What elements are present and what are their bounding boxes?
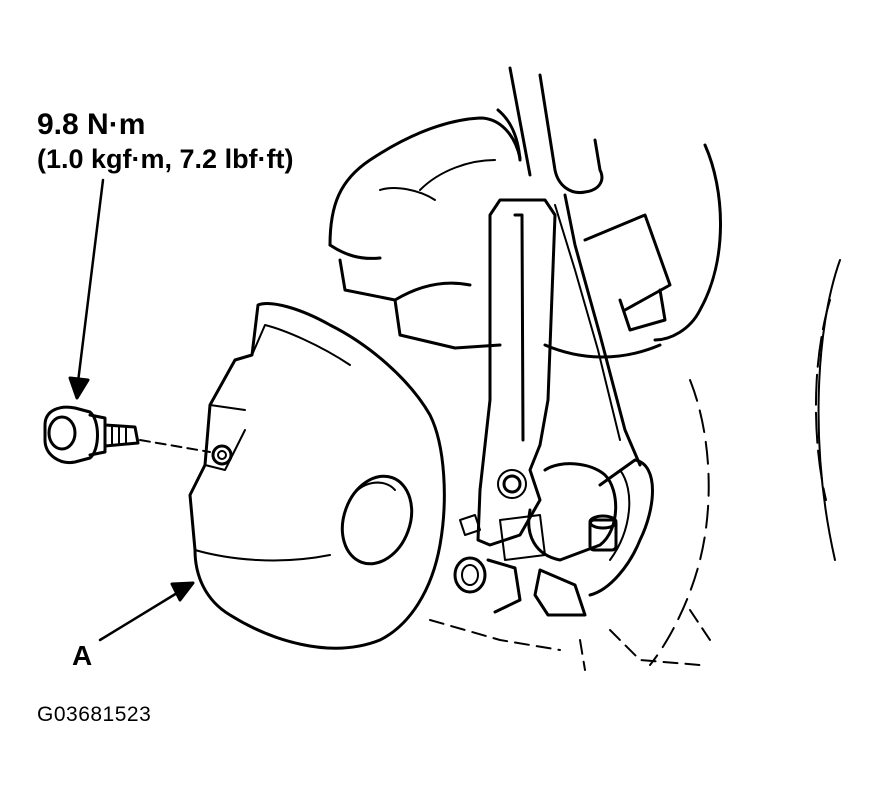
- figure-id: G03681523: [37, 703, 152, 726]
- bolt-icon: [43, 405, 211, 465]
- drum-outline: [543, 143, 841, 666]
- cover-part-a: [188, 302, 446, 650]
- background-structure: [328, 108, 522, 350]
- hidden-lines: [429, 609, 711, 671]
- adjuster-assembly: [453, 458, 654, 617]
- parking-brake-lever: [476, 66, 672, 547]
- bolt-leader-arrow: [68, 178, 105, 400]
- torque-value-alt-units: (1.0 kgf·m, 7.2 lbf·ft): [37, 144, 294, 174]
- callout-label-a: A: [72, 640, 93, 671]
- torque-value: 9.8 N·m: [37, 108, 146, 141]
- part-a-leader-arrow: [98, 581, 195, 642]
- torque-spec: 9.8 N·m (1.0 kgf·m, 7.2 lbf·ft): [37, 108, 294, 176]
